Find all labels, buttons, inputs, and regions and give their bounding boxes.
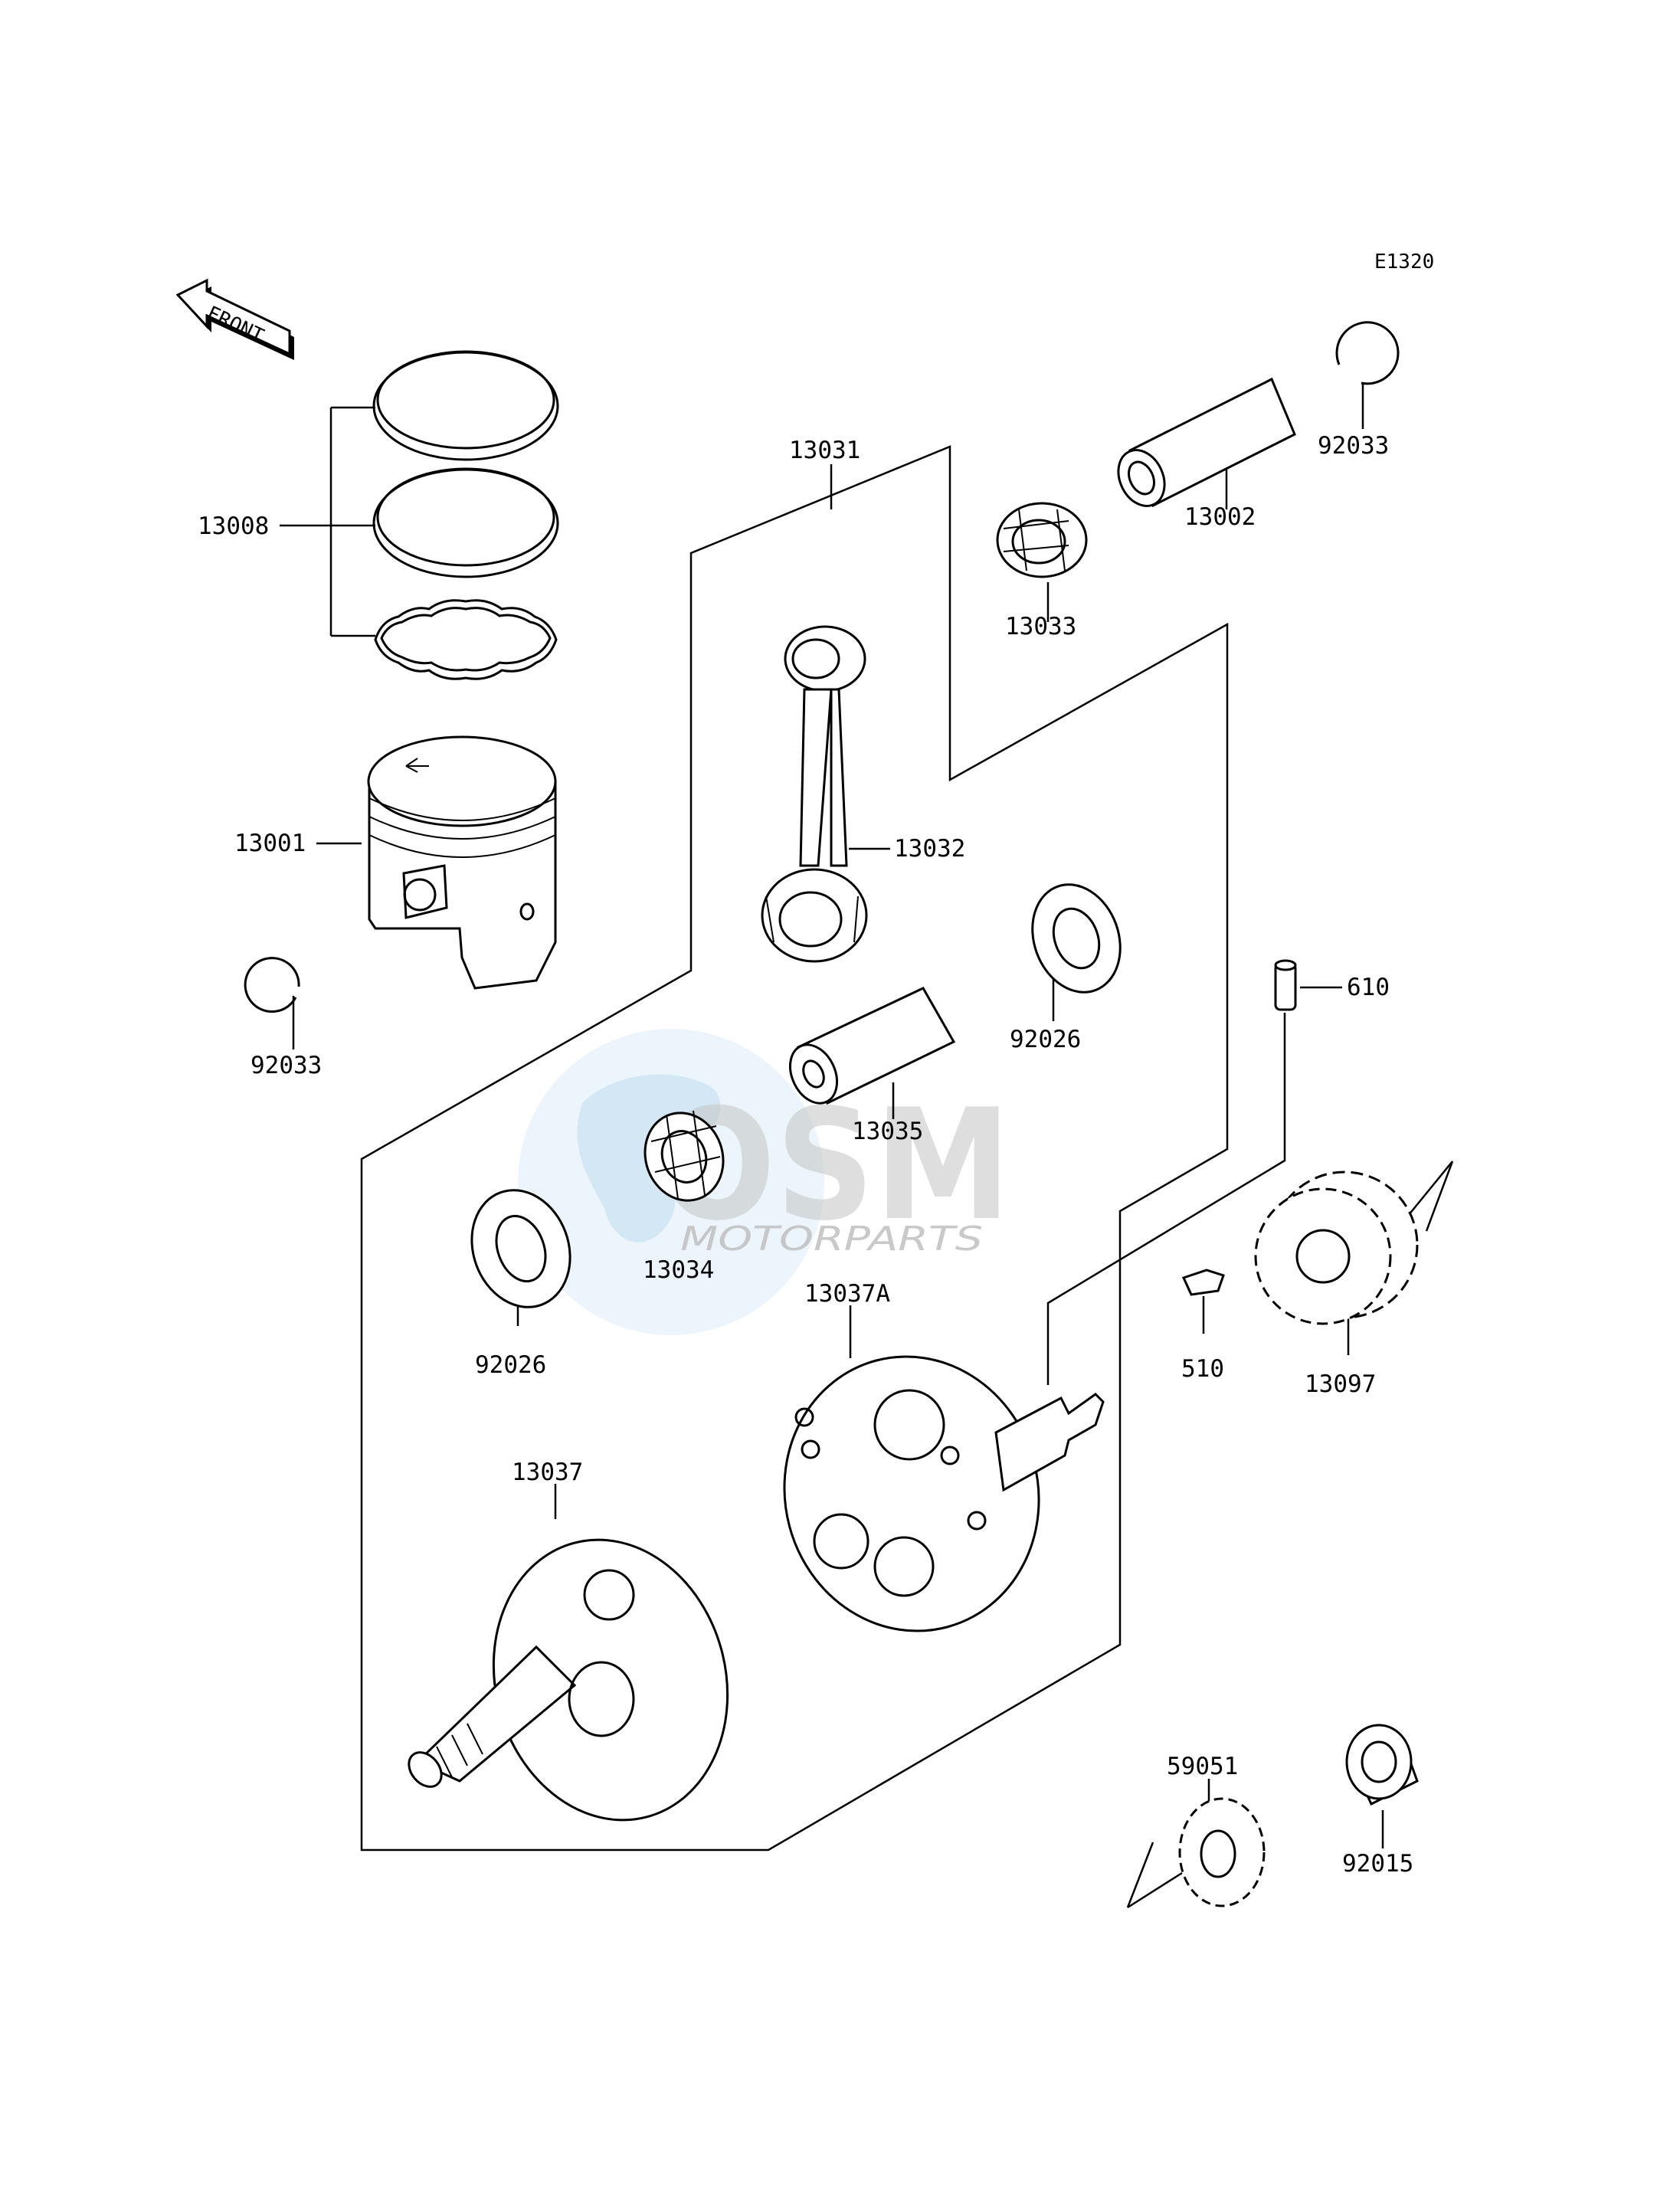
part-label-92015: 92015	[1342, 1850, 1413, 1878]
diagram-code: E1320	[1374, 250, 1434, 273]
part-label-13031: 13031	[789, 437, 860, 464]
part-label-13037A: 13037A	[804, 1280, 890, 1308]
part-label-13037: 13037	[512, 1459, 583, 1486]
part-label-92026-left: 92026	[475, 1351, 546, 1379]
circlip-top	[1335, 321, 1400, 385]
needle-bearing-top	[996, 502, 1088, 578]
part-label-13001: 13001	[234, 830, 306, 857]
part-label-92026-right: 92026	[1010, 1026, 1081, 1053]
crank-half-right	[783, 1355, 1105, 1632]
piston-rings	[372, 350, 559, 680]
front-arrow-icon: FRONT	[175, 278, 294, 360]
part-label-13008: 13008	[198, 512, 269, 540]
crank-half-left	[408, 1538, 729, 1822]
part-label-92033-top: 92033	[1318, 432, 1389, 460]
leader-lines	[280, 383, 1454, 1909]
part-label-13032: 13032	[894, 835, 965, 863]
piston-pin	[1117, 377, 1296, 508]
part-label-13034: 13034	[643, 1256, 714, 1284]
crank-bracket	[1046, 1013, 1286, 1385]
part-label-13002: 13002	[1184, 503, 1256, 531]
dowel-pin	[1274, 959, 1297, 1011]
part-label-510: 510	[1181, 1355, 1224, 1383]
thrust-washer-left	[470, 1189, 571, 1308]
part-label-610: 610	[1347, 974, 1390, 1001]
watermark-subtitle: MOTORPARTS	[680, 1220, 983, 1259]
piston	[367, 735, 557, 990]
watermark: OSM MOTORPARTS	[518, 1029, 1011, 1335]
thrust-washer-right	[1031, 883, 1122, 994]
assembly-outline	[360, 445, 1229, 1852]
part-label-13035: 13035	[852, 1118, 923, 1145]
crank-pin	[789, 987, 956, 1105]
drive-gear	[1178, 1797, 1266, 1907]
woodruff-key	[1181, 1269, 1225, 1296]
needle-bearing-bottom	[644, 1110, 725, 1202]
part-label-59051: 59051	[1167, 1753, 1238, 1780]
part-label-13033: 13033	[1005, 613, 1076, 640]
circlip-left	[244, 957, 300, 1013]
connecting-rod	[761, 625, 868, 963]
primary-gear	[1254, 1171, 1419, 1325]
part-label-92033-left: 92033	[251, 1052, 322, 1079]
part-label-13097: 13097	[1305, 1370, 1376, 1398]
flange-nut	[1345, 1724, 1419, 1806]
part-labels: 92033 13002 13033 13031 13008 13032 1300…	[198, 432, 1413, 1878]
